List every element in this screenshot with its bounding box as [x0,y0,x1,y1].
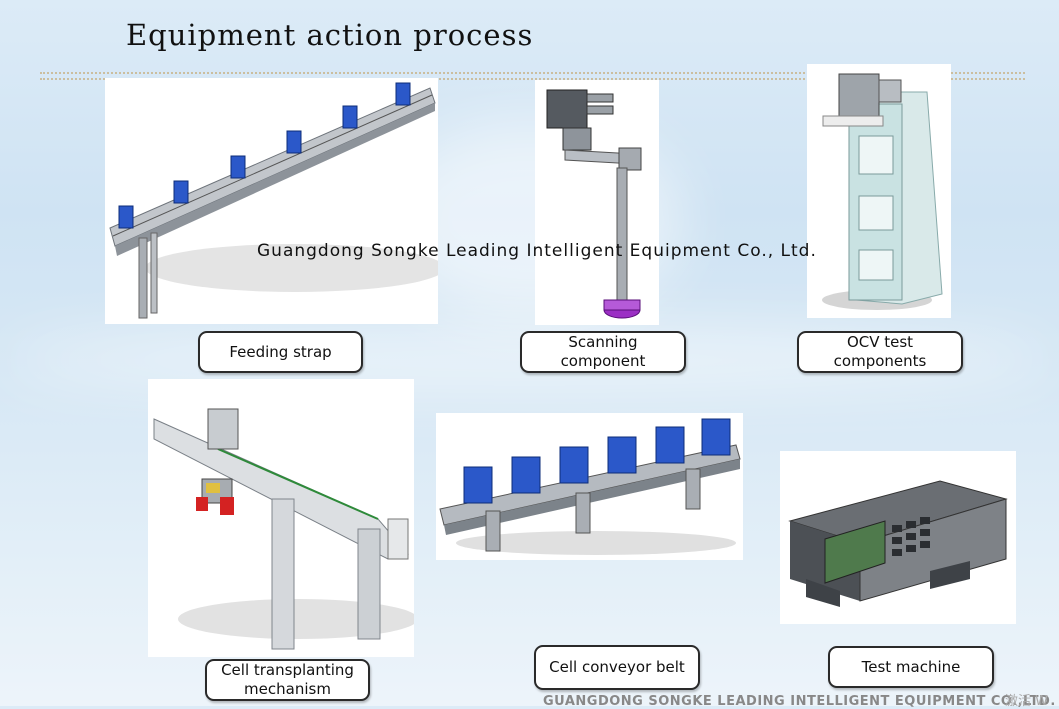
ocv-test-label: OCV test components [797,331,963,373]
ocv-label-line1: OCV test [846,333,914,351]
scanning-label-line1: Scanning [568,333,638,351]
ocv-label-line2: components [833,352,927,370]
scanning-component-image [535,80,659,325]
ocv-test-image [807,64,951,318]
cell-conveyor-label: Cell conveyor belt [534,645,700,690]
company-watermark: Guangdong Songke Leading Intelligent Equ… [257,241,817,261]
activation-watermark: 激活 W [1005,694,1048,709]
feeding-strap-image [105,78,438,324]
cell-transplanting-label: Cell transplanting mechanism [205,659,370,701]
page-title: Equipment action process [126,18,534,52]
transplant-label-line1: Cell transplanting [221,661,354,679]
feeding-strap-label-text: Feeding strap [229,342,332,361]
test-machine-image [780,451,1016,624]
title-divider [40,72,1025,80]
scanning-component-label: Scanning component [520,331,686,373]
cell-transplanting-image [148,379,414,657]
test-machine-label-text: Test machine [861,657,961,676]
conveyor-label-text: Cell conveyor belt [549,658,685,676]
company-footer: GUANGDONG SONGKE LEADING INTELLIGENT EQU… [543,694,1056,709]
test-machine-label: Test machine [828,646,994,688]
feeding-strap-label: Feeding strap [198,331,363,373]
scanning-label-line2: component [560,352,646,370]
cell-conveyor-image [436,413,743,560]
transplant-label-line2: mechanism [244,680,331,698]
